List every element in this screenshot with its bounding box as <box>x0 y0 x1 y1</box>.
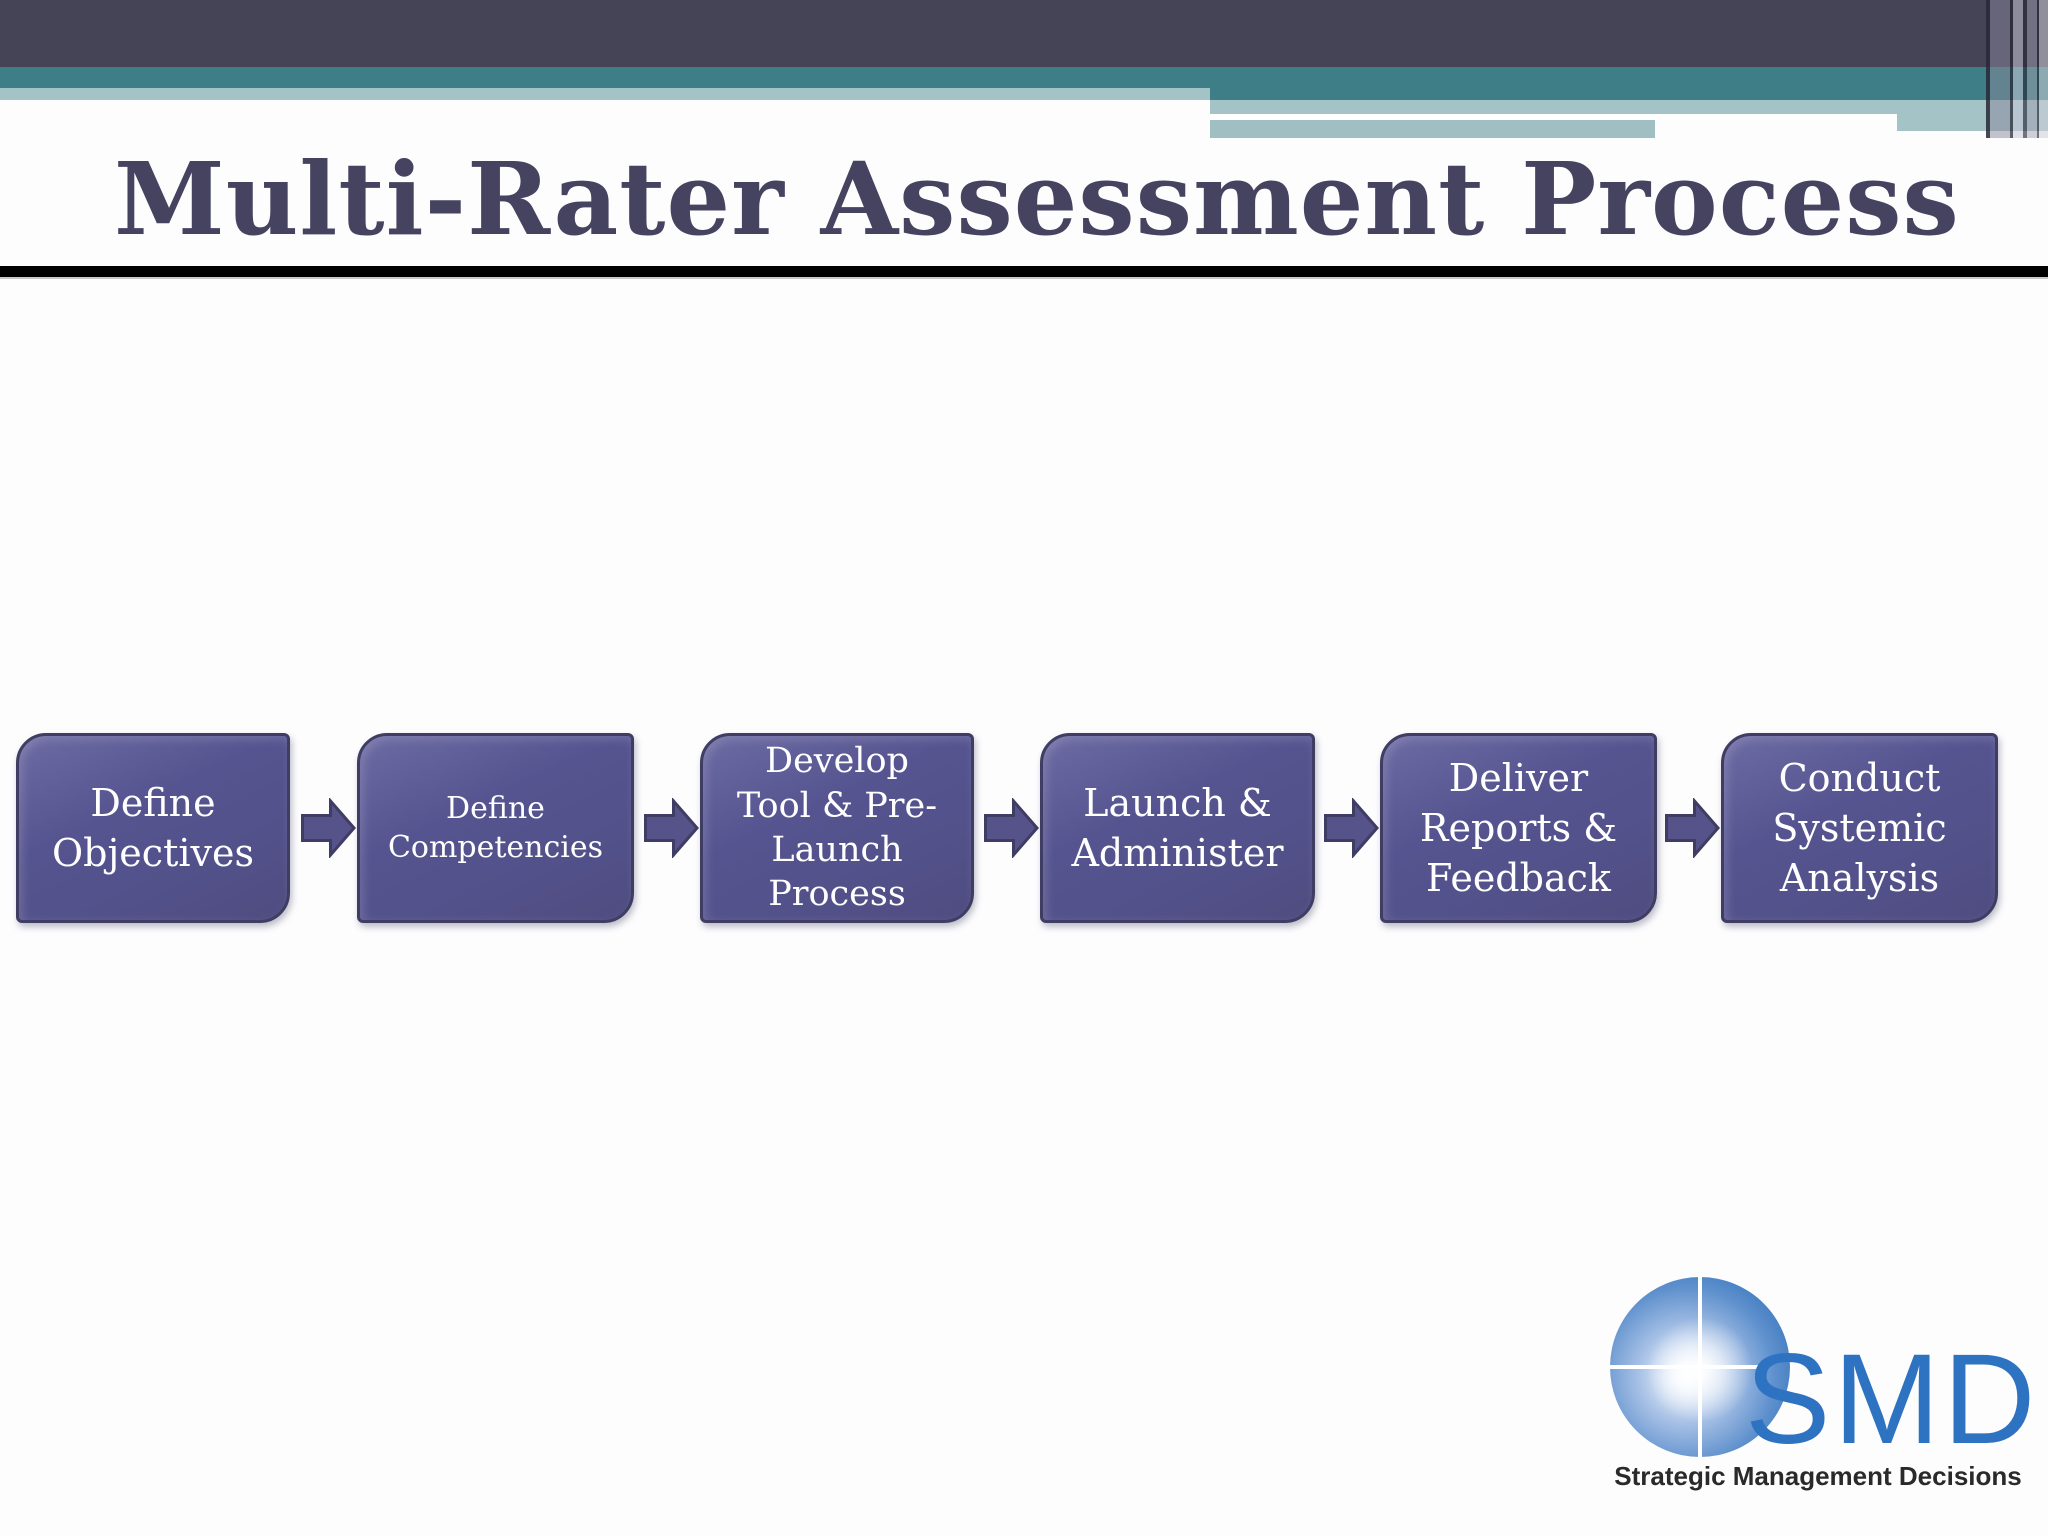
header-bar-lightteal-right-lower <box>1210 120 1655 138</box>
arrow-right-icon <box>984 796 1039 860</box>
smd-logo-crosshair-horizontal <box>1610 1365 1763 1369</box>
step-line: Analysis <box>1779 856 1940 901</box>
flow-arrow-4 <box>1324 796 1380 860</box>
step-line: Launch <box>771 830 903 870</box>
flow-arrow-2 <box>644 796 700 860</box>
step-line: Objectives <box>52 831 254 875</box>
process-step-define-competencies: Define Competencies <box>357 733 634 923</box>
step-line: Define <box>446 791 545 826</box>
smd-logo-text: SMD <box>1745 1328 2039 1471</box>
header-bar-lightteal-right-upper <box>1210 100 2048 114</box>
arrow-right-icon <box>1324 796 1379 860</box>
header-corner-stripes <box>1986 0 2048 138</box>
process-step-conduct-analysis: Conduct Systemic Analysis <box>1721 733 1998 923</box>
header-bar-teal-extension <box>1210 88 2048 100</box>
arrow-right-icon <box>1665 796 1720 860</box>
step-line: Tool & Pre- <box>736 785 938 826</box>
title-divider-shadow <box>0 277 2048 279</box>
header-bar-teal <box>0 67 2048 88</box>
step-line: Reports & <box>1419 805 1618 850</box>
smd-logo-tagline: Strategic Management Decisions <box>1614 1461 2022 1491</box>
flow-arrow-1 <box>301 796 357 860</box>
flow-arrow-3 <box>984 796 1040 860</box>
step-line: Develop <box>765 741 909 782</box>
step-line: Launch & <box>1083 780 1272 825</box>
step-line: Administer <box>1071 831 1284 875</box>
title-divider-line <box>0 266 2048 277</box>
step-line: Conduct <box>1778 755 1941 800</box>
step-line: Deliver <box>1448 755 1589 800</box>
header-bar-lightteal-left <box>0 88 1210 100</box>
flow-arrow-5 <box>1665 796 1721 860</box>
header-white-line <box>1210 114 1897 120</box>
process-step-launch-administer: Launch & Administer <box>1040 733 1315 923</box>
arrow-right-icon <box>644 796 699 860</box>
slide-title: Multi-Rater Assessment Process <box>114 140 1960 258</box>
arrow-right-icon <box>301 796 356 860</box>
step-line: Feedback <box>1426 856 1611 901</box>
process-step-develop-tool: Develop Tool & Pre- Launch Process <box>700 733 974 923</box>
step-line: Process <box>768 874 906 915</box>
step-line: Define <box>90 780 216 825</box>
header-bar-dark <box>0 0 2048 67</box>
process-step-define-objectives: Define Objectives <box>16 733 290 923</box>
step-line: Competencies <box>387 830 604 865</box>
step-line: Systemic <box>1772 805 1947 850</box>
process-step-deliver-reports: Deliver Reports & Feedback <box>1380 733 1657 923</box>
